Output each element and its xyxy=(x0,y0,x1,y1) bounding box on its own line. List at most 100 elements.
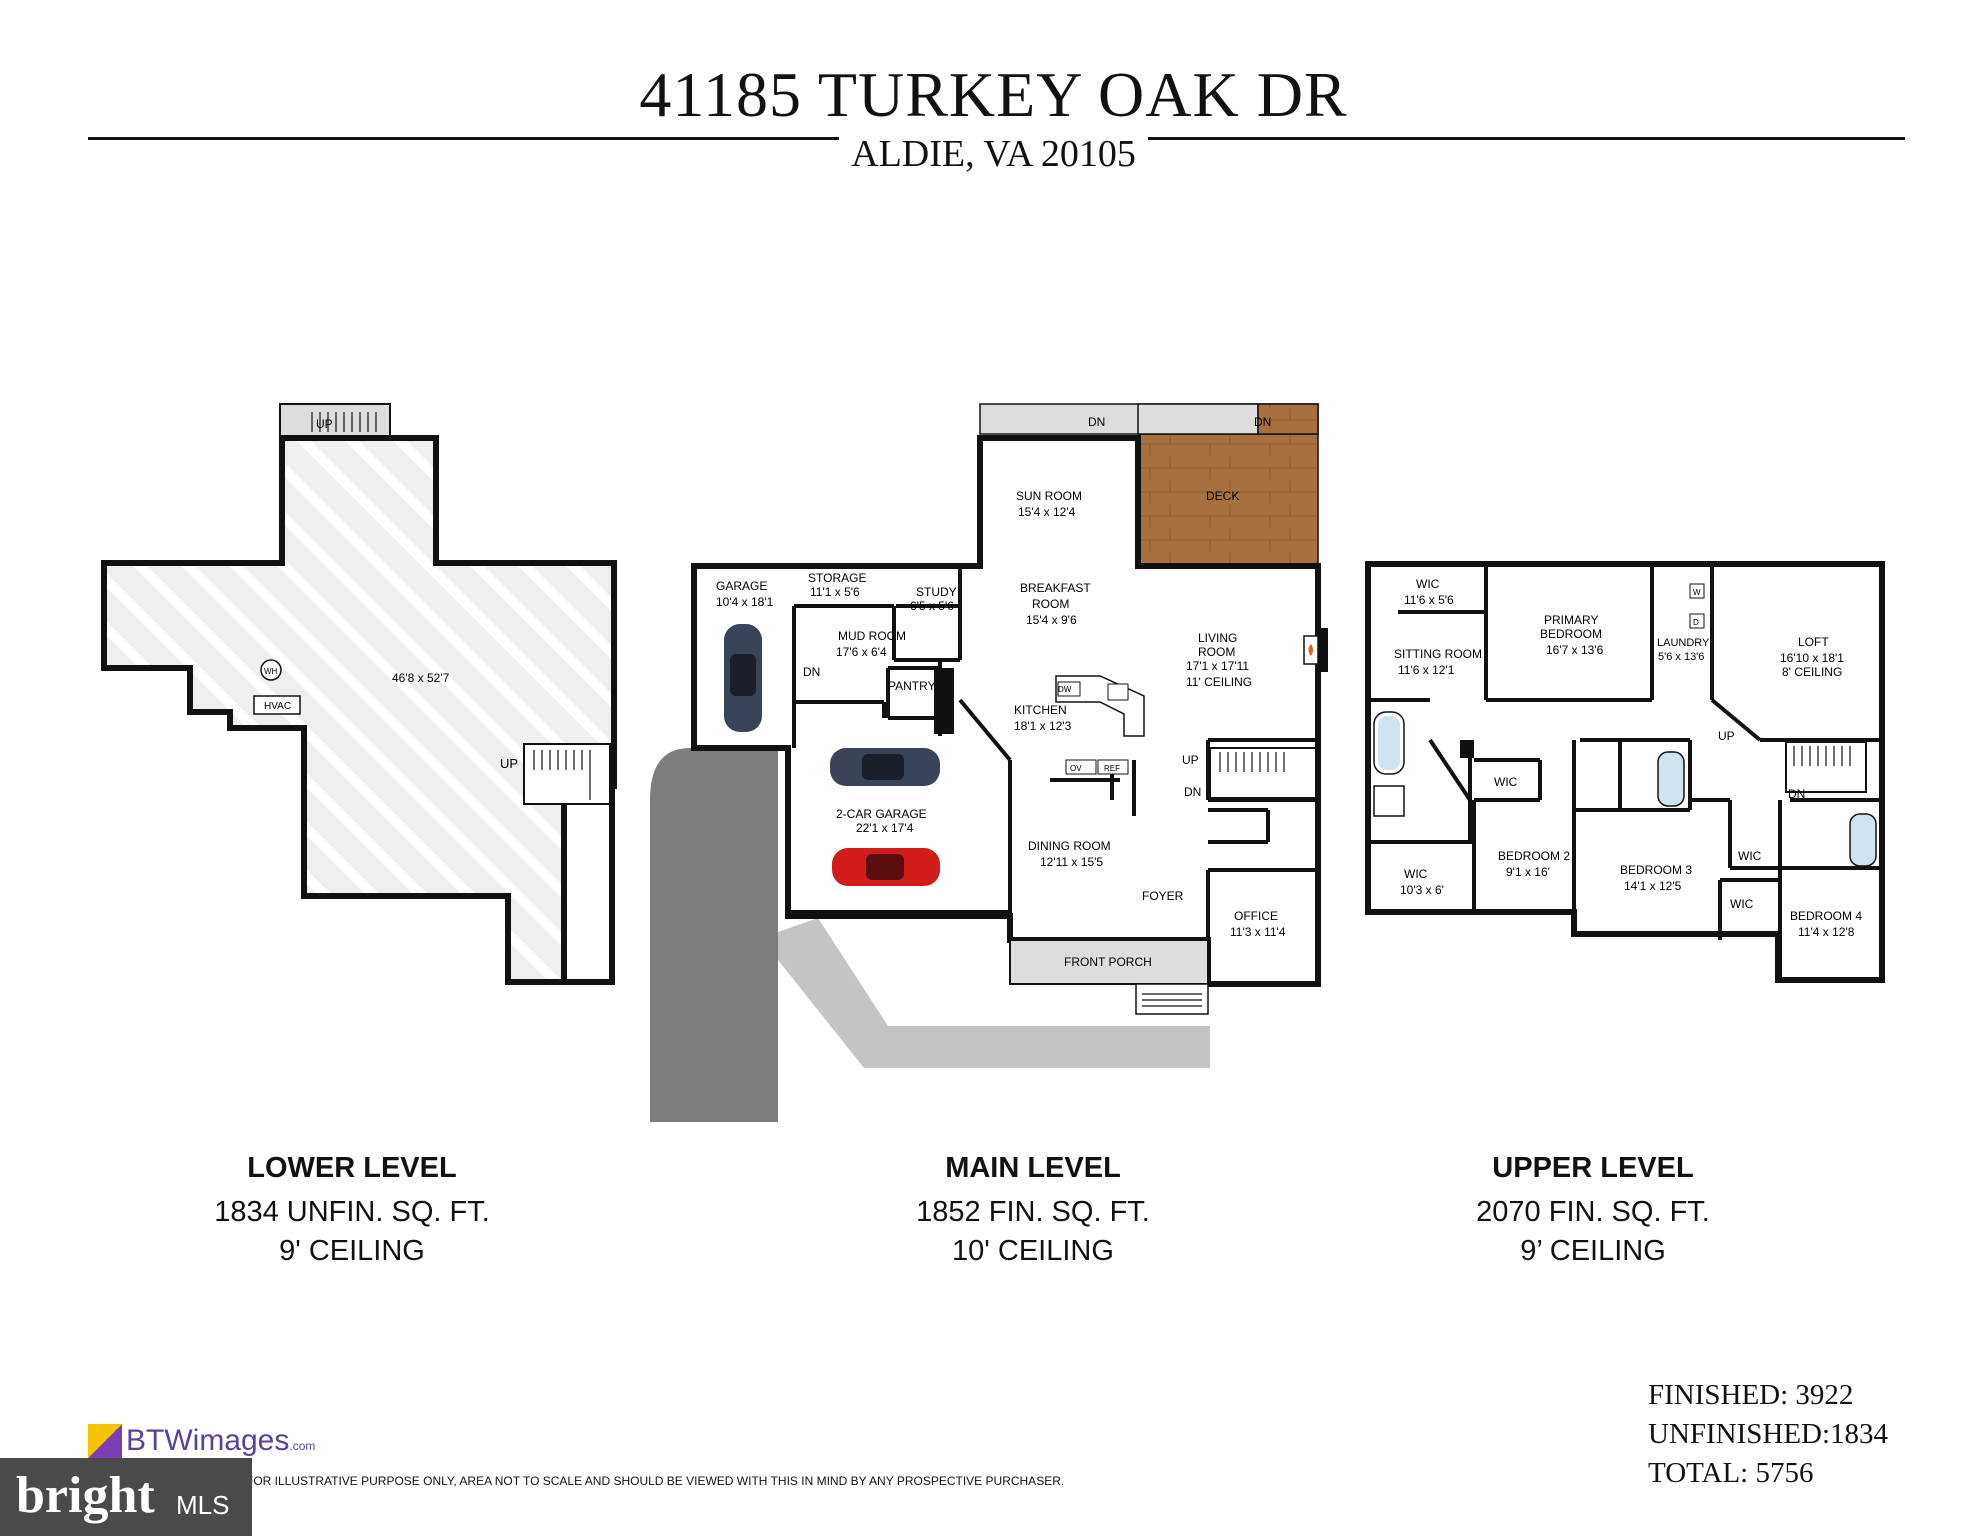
primary-bedroom-dim: 16'7 x 13'6 xyxy=(1546,643,1604,657)
fireplace xyxy=(1318,628,1328,672)
hvac-unit xyxy=(253,695,301,715)
front-porch-label: FRONT PORCH xyxy=(1064,955,1152,969)
wic1-dim: 11'6 x 5'6 xyxy=(1404,593,1454,607)
wic5-label: WIC xyxy=(1730,897,1754,911)
wh-label: WH xyxy=(264,667,278,676)
main-dn-label-1: DN xyxy=(1088,415,1105,429)
upper-level-title: UPPER LEVEL xyxy=(1492,1152,1694,1184)
laundry-label: LAUNDRY xyxy=(1657,637,1710,649)
living-ceiling: 11' CEILING xyxy=(1186,675,1252,689)
main-level-plan: SUN ROOM 15'4 x 12'4 DECK DN DN GARAGE 1… xyxy=(650,403,1328,1122)
bedroom2-label: BEDROOM 2 xyxy=(1498,849,1570,863)
foyer-label: FOYER xyxy=(1142,889,1184,903)
living-dim: 17'1 x 17'11 xyxy=(1186,659,1249,673)
bright-mls-wordmark: bright xyxy=(16,1467,155,1524)
sitting-room-label: SITTING ROOM xyxy=(1394,647,1482,661)
chimney-block xyxy=(934,668,954,734)
grand-total: TOTAL: 5756 xyxy=(1648,1457,1814,1489)
loft-label: LOFT xyxy=(1798,635,1829,649)
water-heater-icon xyxy=(260,659,282,681)
main-dn-label-3: DN xyxy=(803,665,820,679)
breakfast-label-1: BREAKFAST xyxy=(1020,581,1091,595)
lower-dims: 46'8 x 52'7 xyxy=(392,671,450,685)
ref-label: REF xyxy=(1104,764,1120,773)
sun-room-label: SUN ROOM xyxy=(1016,489,1082,503)
lower-stair-right xyxy=(523,743,611,805)
dryer-label: D xyxy=(1693,618,1699,627)
btwimages-logo-icon xyxy=(88,1424,122,1458)
main-level-summary: MAIN LEVEL 1852 FIN. SQ. FT. 10' CEILING xyxy=(823,1152,1243,1271)
kitchen-label: KITCHEN xyxy=(1014,703,1067,717)
main-level-title: MAIN LEVEL xyxy=(945,1152,1121,1184)
finished-total: FINISHED: 3922 xyxy=(1648,1379,1854,1411)
fireplace-flame-icon xyxy=(1308,644,1313,656)
walkway xyxy=(778,918,1210,1068)
bedroom3-dim: 14'1 x 12'5 xyxy=(1624,879,1682,893)
main-dn-label-4: DN xyxy=(1184,785,1201,799)
upper-dn-label: DN xyxy=(1788,787,1805,801)
lower-level-title: LOWER LEVEL xyxy=(247,1152,457,1184)
bath3-tub-icon xyxy=(1657,751,1685,807)
main-up-label: UP xyxy=(1182,753,1199,767)
wic1-label: WIC xyxy=(1416,577,1440,591)
wic4-label: WIC xyxy=(1738,849,1762,863)
bedroom4-label: BEDROOM 4 xyxy=(1790,909,1862,923)
mud-room-label: MUD ROOM xyxy=(838,629,906,643)
kitchen-dim: 18'1 x 12'3 xyxy=(1014,719,1072,733)
car-icon-red xyxy=(832,848,940,886)
primary-bedroom-label-2: BEDROOM xyxy=(1540,627,1602,641)
breakfast-label-2: ROOM xyxy=(1032,597,1069,611)
upper-level-area: 2070 FIN. SQ. FT. xyxy=(1476,1196,1710,1228)
shower-icon xyxy=(1373,785,1405,817)
brand-name: BTWimages xyxy=(126,1424,290,1457)
bright-mls-badge: bright MLS xyxy=(0,1458,252,1536)
lower-level-plan: UP UP WH HVAC 46'8 x 52'7 xyxy=(101,403,617,985)
laundry-dim: 5'6 x 13'6 xyxy=(1658,651,1704,663)
upper-level-summary: UPPER LEVEL 2070 FIN. SQ. FT. 9’ CEILING xyxy=(1383,1152,1803,1271)
bedroom4-dim: 11'4 x 12'8 xyxy=(1798,925,1855,939)
porch-steps xyxy=(1135,983,1209,1015)
wic3-dim: 10'3 x 6' xyxy=(1400,883,1444,897)
disclaimer-text: FOR ILLUSTRATIVE PURPOSE ONLY, AREA NOT … xyxy=(246,1474,1065,1488)
car-icon-garage xyxy=(724,624,762,732)
driveway xyxy=(650,748,778,1122)
upper-level-ceiling: 9’ CEILING xyxy=(1520,1235,1666,1267)
wic3-label: WIC xyxy=(1404,867,1428,881)
office-dim: 11'3 x 11'4 xyxy=(1230,925,1286,939)
main-level-ceiling: 10' CEILING xyxy=(952,1235,1114,1267)
front-porch xyxy=(1009,939,1209,985)
study-label: STUDY xyxy=(916,585,957,599)
property-city: ALDIE, VA 20105 xyxy=(0,132,1987,176)
bath4-tub-icon xyxy=(1849,813,1877,867)
property-address: 41185 TURKEY OAK DR xyxy=(639,59,1348,130)
upper-level-plan: WIC 11'6 x 5'6 SITTING ROOM 11'6 x 12'1 … xyxy=(1365,561,1885,983)
dining-label: DINING ROOM xyxy=(1028,839,1111,853)
main-stairs xyxy=(1209,747,1317,799)
bedroom3-label: BEDROOM 3 xyxy=(1620,863,1692,877)
main-level-area: 1852 FIN. SQ. FT. xyxy=(916,1196,1150,1228)
study-dim: 6'5 x 5'6 xyxy=(910,599,954,613)
garage-dim: 10'4 x 18'1 xyxy=(716,595,774,609)
deck-surface xyxy=(1137,433,1319,567)
living-label-2: ROOM xyxy=(1198,645,1235,659)
storage-label: STORAGE xyxy=(808,571,866,585)
car-icon-blue xyxy=(830,748,940,786)
deck-label: DECK xyxy=(1206,489,1239,503)
btwimages-logo: BTWimages.com xyxy=(88,1424,315,1458)
unfinished-total: UNFINISHED:1834 xyxy=(1648,1418,1889,1450)
oven-label: OV xyxy=(1070,764,1082,773)
lower-level-ceiling: 9' CEILING xyxy=(279,1235,425,1267)
office-label: OFFICE xyxy=(1234,909,1278,923)
two-car-garage-label: 2-CAR GARAGE xyxy=(836,807,927,821)
loft-ceiling: 8' CEILING xyxy=(1782,665,1842,679)
living-label-1: LIVING xyxy=(1198,631,1237,645)
lower-stair-landing xyxy=(279,403,391,439)
lower-level-summary: LOWER LEVEL 1834 UNFIN. SQ. FT. 9' CEILI… xyxy=(142,1152,562,1271)
garage-label: GARAGE xyxy=(716,579,767,593)
two-car-garage-dim: 22'1 x 17'4 xyxy=(856,821,914,835)
main-dn-label-2: DN xyxy=(1254,415,1271,429)
sun-room-dim: 15'4 x 12'4 xyxy=(1018,505,1076,519)
breakfast-dim: 15'4 x 9'6 xyxy=(1026,613,1077,627)
dining-dim: 12'11 x 15'5 xyxy=(1040,855,1103,869)
